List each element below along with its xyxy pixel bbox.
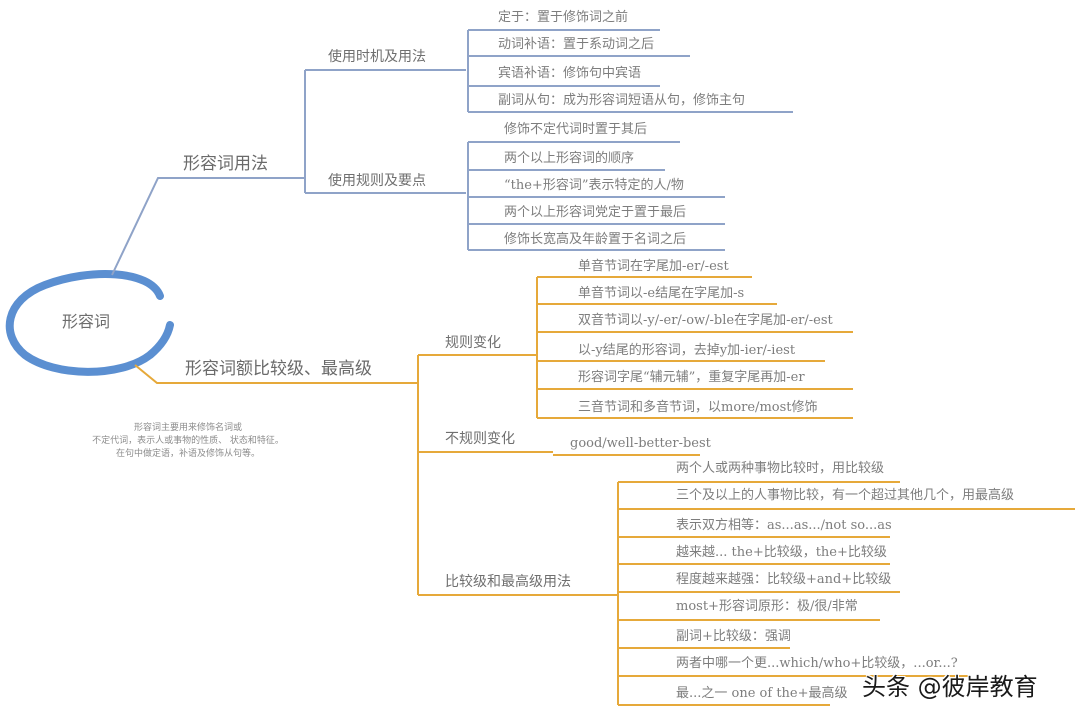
blue-branch-lines [111,29,793,276]
leaf-item[interactable]: 三个及以上的人事物比较，有一个超过其他几个，用最高级 [676,488,1015,503]
leaf-item[interactable]: most+形容词原形：极/很/非常 [676,599,858,614]
leaf-item[interactable]: “the+形容词”表示特定的人/物 [504,178,684,193]
center-ring [5,270,174,376]
leaf-item[interactable]: 两个以上形容词的顺序 [504,151,635,166]
subtopic-timing-usage[interactable]: 使用时机及用法 [328,49,426,65]
leaf-item[interactable]: 两个人或两种事物比较时，用比较级 [676,461,885,476]
branch-adjective-usage[interactable]: 形容词用法 [183,154,268,174]
leaf-item[interactable]: 以-y结尾的形容词，去掉y加-ier/-iest [578,343,796,358]
note-line: 形容词主要用来修饰名词或 [133,423,242,433]
leaf-item[interactable]: 三音节词和多音节词，以more/most修饰 [578,400,818,415]
leaf-item[interactable]: 两者中哪一个更...which/who+比较级，...or...? [676,656,958,671]
leaf-item[interactable]: 副词+比较级：强调 [676,629,791,644]
center-node[interactable]: 形容词 [62,312,111,331]
leaf-item[interactable]: 越来越... the+比较级，the+比较级 [676,545,887,560]
description-note: 形容词主要用来修饰名词或 不定代词，表示人或事物的性质、 状态和特征。 在句中做… [58,422,318,461]
leaf-item[interactable]: 动词补语：置于系动词之后 [498,37,655,52]
note-line: 不定代词，表示人或事物的性质、 状态和特征。 [92,436,284,446]
leaf-item[interactable]: 两个以上形容词党定于置于最后 [504,205,687,220]
subtopic-regular-change[interactable]: 规则变化 [445,335,501,351]
orange-branch-lines [134,276,1075,706]
leaf-item[interactable]: 单音节词在字尾加-er/-est [578,259,729,274]
leaf-item[interactable]: 修饰长宽高及年龄置于名词之后 [504,232,687,247]
subtopic-comparative-usage[interactable]: 比较级和最高级用法 [445,574,571,590]
subtopic-irregular-change[interactable]: 不规则变化 [445,431,515,447]
leaf-item[interactable]: 副词从句：成为形容词短语从句，修饰主句 [498,93,746,108]
subtopic-rules-points[interactable]: 使用规则及要点 [328,173,426,189]
leaf-item[interactable]: good/well-better-best [570,436,711,451]
note-line: 在句中做定语，补语及修饰从句等。 [115,449,260,459]
watermark: 头条 @彼岸教育 [862,673,1038,701]
leaf-item[interactable]: 程度越来越强：比较级+and+比较级 [676,572,892,587]
leaf-item[interactable]: 最...之一 one of the+最高级 [676,686,848,701]
leaf-item[interactable]: 形容词字尾“辅元辅”，重复字尾再加-er [578,370,805,385]
leaf-item[interactable]: 宾语补语：修饰句中宾语 [498,66,642,81]
leaf-item[interactable]: 单音节词以-e结尾在字尾加-s [578,286,745,301]
branch-comparative-superlative[interactable]: 形容词额比较级、最高级 [185,359,372,379]
leaf-item[interactable]: 表示双方相等：as...as.../not so...as [676,518,892,533]
leaf-item[interactable]: 定于：置于修饰词之前 [498,10,629,25]
leaf-item[interactable]: 修饰不定代词时置于其后 [504,122,648,137]
leaf-item[interactable]: 双音节词以-y/-er/-ow/-ble在字尾加-er/-est [578,313,833,328]
